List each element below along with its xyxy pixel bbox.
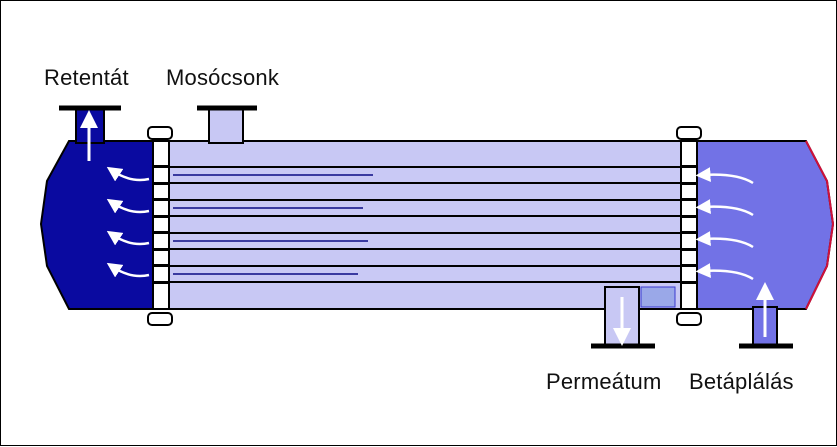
right-flow-arrow [695, 263, 754, 281]
permeate-blue-spot [640, 286, 676, 308]
permeate-label: Permeátum [546, 369, 662, 394]
washing-nozzle-label: Mosócsonk [166, 65, 280, 90]
feed-label: Betáplálás [689, 369, 794, 394]
right-flow-arrow [695, 199, 754, 217]
left-head-flow-arrows [106, 166, 150, 278]
right-head [690, 140, 835, 310]
left-flow-arrow [106, 230, 150, 246]
right-flange-top [676, 126, 702, 140]
left-flange-top [147, 126, 173, 140]
right-flange-bottom [676, 312, 702, 326]
tube-texture [173, 174, 373, 275]
left-head [39, 140, 157, 310]
left-flow-arrow [106, 198, 150, 214]
right-flow-arrow [695, 167, 754, 185]
left-flow-arrow [106, 262, 150, 278]
washing-nozzle [208, 108, 244, 144]
left-tube-sheet-bars [153, 165, 169, 284]
right-head-red-edge [805, 140, 835, 310]
right-tube-sheet-bars [681, 165, 697, 284]
right-flow-arrow [695, 231, 754, 249]
left-flange-bottom [147, 312, 173, 326]
retentate-label: Retentát [44, 65, 129, 90]
tube-bundle [158, 166, 692, 283]
right-head-flow-arrows [695, 167, 754, 281]
left-flow-arrow [106, 166, 150, 182]
